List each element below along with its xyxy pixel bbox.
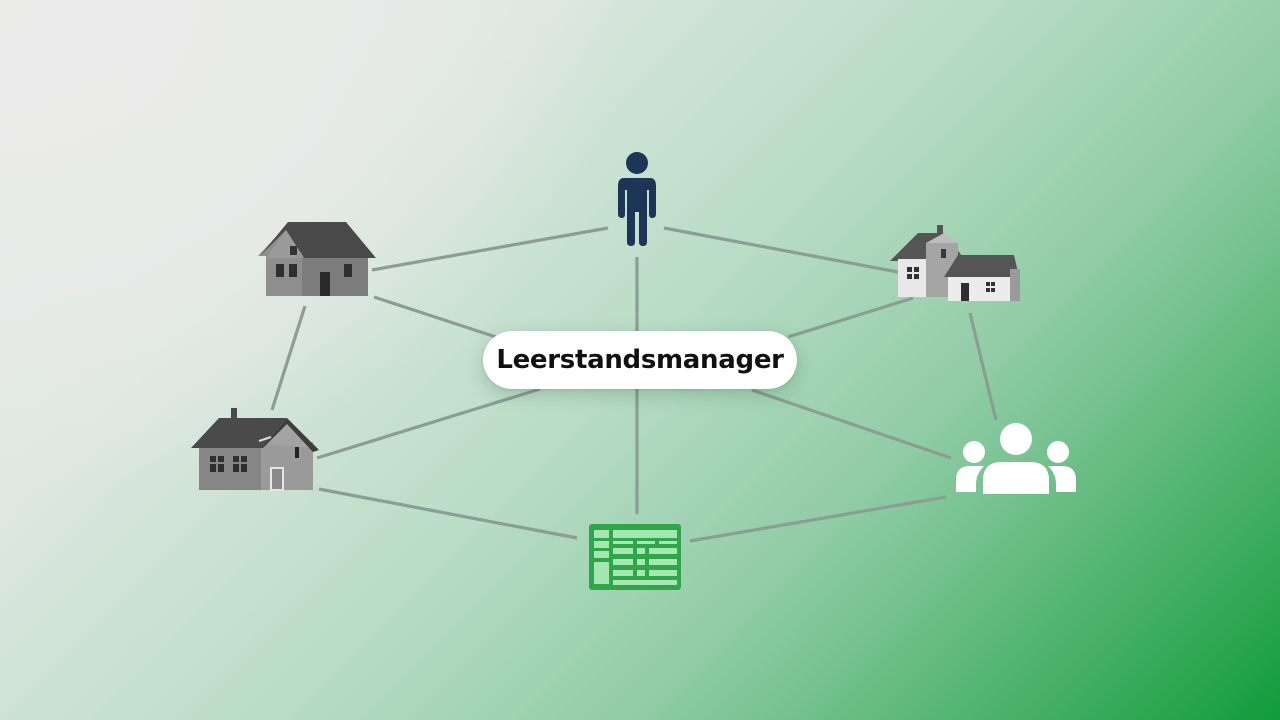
house-with-chimney-icon (191, 408, 319, 491)
user-group-icon (956, 423, 1076, 494)
edge-hub-group (751, 388, 952, 460)
edge-houses-top-right-hub (787, 296, 914, 339)
spreadsheet-icon (589, 524, 681, 590)
houses-top-right-node[interactable] (888, 225, 1020, 303)
spreadsheet-node[interactable] (589, 524, 681, 590)
edge-house-bottom-left-spreadsheet (318, 487, 578, 540)
group-node[interactable] (954, 422, 1078, 496)
two-houses-icon (890, 225, 1020, 301)
hub-node[interactable]: Leerstandsmanager (483, 331, 797, 389)
edge-house-top-left-hub (373, 295, 497, 339)
person-node[interactable] (614, 150, 660, 248)
edge-houses-top-right-group (968, 312, 998, 421)
edge-person-houses-top-right (663, 226, 899, 274)
hub-label: Leerstandsmanager (496, 345, 784, 375)
edge-house-top-left-house-bottom-left (270, 305, 307, 411)
edge-house-bottom-left-hub (316, 387, 541, 460)
edge-person-house-top-left (371, 226, 609, 272)
house-top-left-node[interactable] (258, 220, 378, 298)
edge-spreadsheet-group (689, 495, 947, 543)
person-icon (618, 152, 656, 246)
house-icon (258, 222, 376, 296)
house-bottom-left-node[interactable] (191, 406, 321, 492)
